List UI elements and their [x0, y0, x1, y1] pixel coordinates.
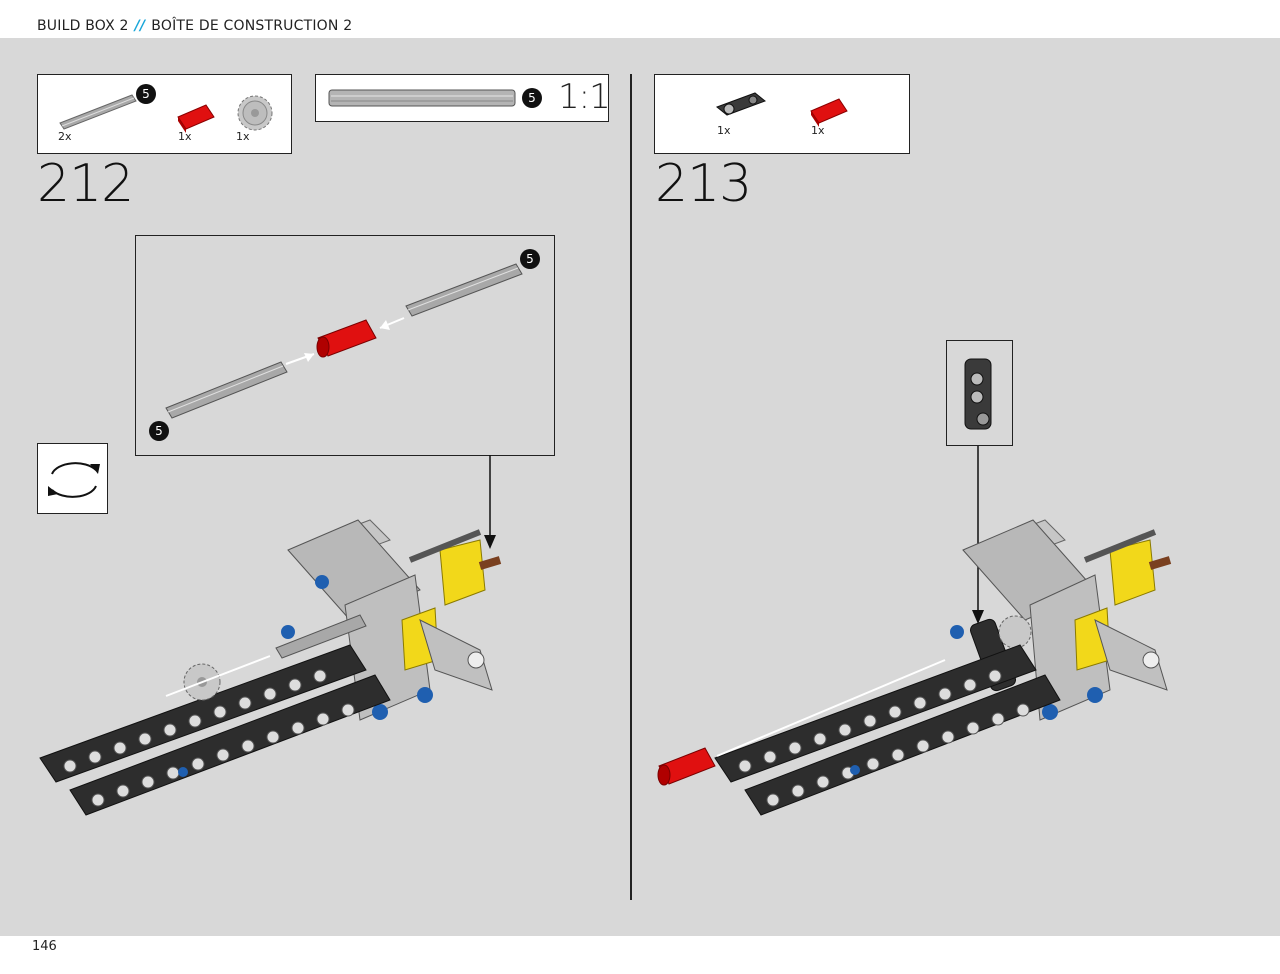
- connector-pointer: [972, 446, 984, 624]
- scale-length-badge: 5: [522, 88, 542, 108]
- page-number: 146: [32, 939, 57, 954]
- page-header: BUILD BOX 2 // BOÎTE DE CONSTRUCTION 2: [0, 0, 1280, 38]
- connector-callout: [946, 340, 1013, 446]
- gear-qty: 1x: [236, 130, 250, 143]
- step213-parts-box: 1x 1x: [654, 74, 910, 154]
- red-connector-part-icon: [177, 104, 215, 133]
- model-assembly-213: [657, 519, 1172, 816]
- subassembly-drawing: [165, 263, 523, 419]
- subassembly-callout: 5 5: [135, 235, 555, 456]
- header-title: BUILD BOX 2 // BOÎTE DE CONSTRUCTION 2: [37, 18, 352, 34]
- dark-connector-part-icon: [715, 92, 767, 116]
- scale-box: 5 1:1: [315, 74, 611, 122]
- gear-part-icon: [237, 95, 273, 131]
- page-footer: [0, 936, 1280, 974]
- rotate-model-box: [37, 443, 108, 514]
- dark-connector-qty: 1x: [717, 124, 731, 137]
- model-assembly-212: [39, 519, 502, 816]
- header-title-en: BUILD BOX 2: [37, 18, 129, 34]
- part-length-badge: 5: [136, 84, 156, 104]
- red-connector-qty: 1x: [178, 130, 192, 143]
- step212-parts-box: 5 2x 1x 1x: [37, 74, 292, 154]
- header-title-fr: BOÎTE DE CONSTRUCTION 2: [151, 18, 353, 34]
- dark-connector-callout-icon: [964, 358, 992, 430]
- instruction-page: [0, 38, 1280, 936]
- rotate-arrows-icon: [48, 462, 100, 498]
- step-divider: [630, 74, 632, 900]
- callout-pointer: [484, 455, 496, 549]
- header-separator: //: [134, 18, 146, 34]
- callout-badge-bottom: 5: [149, 421, 169, 441]
- axle-scale-icon: [328, 89, 516, 107]
- callout-badge-top: 5: [520, 249, 540, 269]
- red-connector-part-icon: [810, 98, 848, 127]
- scale-label: 1:1: [558, 77, 611, 117]
- red-connector-qty: 1x: [811, 124, 825, 137]
- axle-qty: 2x: [58, 130, 72, 143]
- axle-part-icon: [59, 94, 137, 130]
- step-number-213: 213: [655, 154, 752, 214]
- step-number-212: 212: [37, 154, 134, 214]
